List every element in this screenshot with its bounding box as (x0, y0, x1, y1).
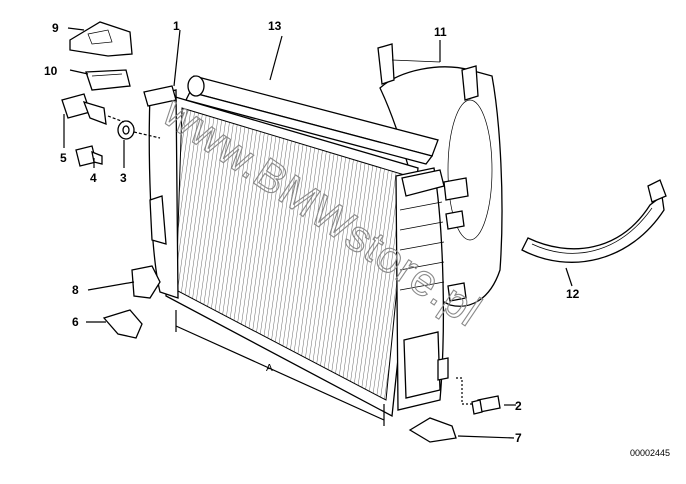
plug-part-5 (61, 93, 107, 125)
bracket-part-6 (102, 309, 143, 339)
rubber-mount-part-8 (131, 265, 161, 299)
bracket-part-7 (408, 417, 457, 443)
callout-12: 12 (566, 287, 580, 301)
shroud-clamp-band (521, 179, 667, 263)
radiator (143, 85, 469, 418)
callout-13: 13 (268, 19, 282, 33)
pad-part-10 (85, 69, 131, 91)
diagram-number: 00002445 (630, 448, 670, 458)
callout-11: 11 (434, 25, 447, 39)
callout-5: 5 (60, 151, 67, 165)
screw-part-4 (75, 145, 103, 167)
callout-8: 8 (72, 283, 79, 297)
callout-3: 3 (120, 171, 127, 185)
screw-part-2 (471, 395, 501, 415)
callout-4: 4 (90, 171, 97, 185)
callout-1: 1 (173, 19, 180, 33)
callout-7: 7 (515, 431, 522, 445)
callout-9: 9 (52, 21, 59, 35)
clip-part-9 (69, 21, 133, 57)
callout-2: 2 (515, 399, 522, 413)
callout-10: 10 (44, 64, 58, 78)
dimension-a-line (175, 310, 385, 426)
callout-6: 6 (72, 315, 79, 329)
leader-lines (63, 27, 573, 439)
dimension-a-label: A (266, 363, 273, 374)
top-cover-strip (185, 75, 439, 165)
washer-part-3 (117, 120, 135, 140)
